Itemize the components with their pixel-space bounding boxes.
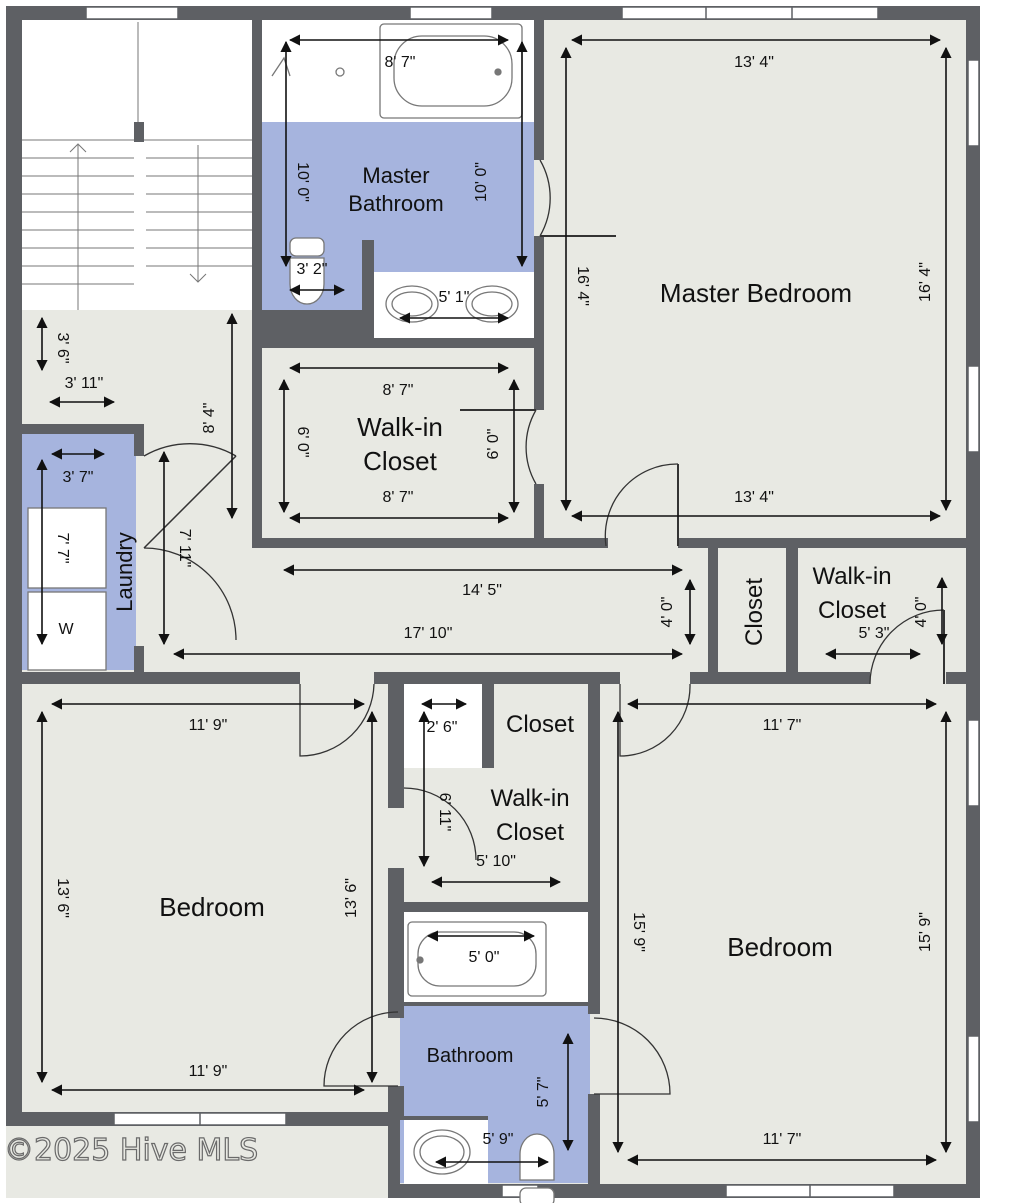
dim-text: 8' 7" xyxy=(383,382,414,399)
dim-text: 7' 11" xyxy=(176,529,193,568)
walls xyxy=(6,6,980,1198)
dim-text: 6' 11" xyxy=(436,793,453,832)
dim-text: 7' 7" xyxy=(54,533,71,564)
dim-text: 10' 0" xyxy=(473,162,490,202)
watermark: ©2025 Hive MLS xyxy=(4,1133,258,1168)
closet-1-label: Closet xyxy=(741,578,768,646)
closet-2-label: Closet xyxy=(506,711,574,738)
dim-text: 4' 0" xyxy=(913,597,930,628)
laundry-label: Laundry xyxy=(112,532,137,612)
walkin-closet-1-label: Walk-in xyxy=(357,412,443,442)
dim-text: 5' 1" xyxy=(439,289,470,306)
staircase xyxy=(22,22,252,310)
master-bathroom-label-2: Bathroom xyxy=(348,191,443,216)
walkin-closet-3-label-2: Closet xyxy=(496,819,564,846)
dim-text: 11' 7" xyxy=(763,1131,802,1148)
dim-text: 2' 6" xyxy=(427,719,458,736)
dim-text: 3' 7" xyxy=(63,469,94,486)
master-bedroom-label: Master Bedroom xyxy=(660,278,852,308)
walkin-closet-3-label: Walk-in xyxy=(490,785,569,812)
dim-text: 5' 0" xyxy=(469,949,500,966)
dim-text: 5' 9" xyxy=(483,1131,514,1148)
dim-text: 5' 10" xyxy=(476,853,516,870)
windows xyxy=(85,6,980,1198)
washer-label: W xyxy=(58,621,74,638)
bathroom-label: Bathroom xyxy=(427,1045,514,1067)
dim-text: 5' 3" xyxy=(859,625,890,642)
dim-text: 11' 7" xyxy=(763,717,802,734)
dim-text: 16' 4" xyxy=(574,266,591,306)
hall-closet-area xyxy=(404,684,482,768)
master-bathroom-label: Master xyxy=(362,163,429,188)
dim-text: 13' 6" xyxy=(54,878,71,918)
dim-text: 5' 7" xyxy=(535,1077,552,1108)
dim-text: 13' 4" xyxy=(734,489,774,506)
dim-text: 13' 4" xyxy=(734,54,774,71)
walkin-closet-1-label-2: Closet xyxy=(363,446,437,476)
dim-text: 15' 9" xyxy=(630,912,647,952)
dim-text: 6' 0" xyxy=(294,427,311,458)
dim-text: 3' 2" xyxy=(297,261,328,278)
dimension-lines xyxy=(36,34,952,1168)
stair-area xyxy=(22,20,252,310)
dim-text: 4' 0" xyxy=(659,597,676,628)
dim-text: 14' 5" xyxy=(462,582,502,599)
walkin-closet-2-label: Walk-in xyxy=(812,563,891,590)
dim-text: 15' 9" xyxy=(917,912,934,952)
dim-text: 11' 9" xyxy=(189,1063,228,1080)
bedroom-right-label: Bedroom xyxy=(727,932,833,962)
dim-text: 6' 0" xyxy=(485,429,502,460)
dim-text: 16' 4" xyxy=(917,262,934,302)
dim-text: 8' 7" xyxy=(385,54,416,71)
dim-text: 10' 0" xyxy=(294,162,311,202)
dim-text: 11' 9" xyxy=(189,717,228,734)
dim-text: 8' 7" xyxy=(383,489,414,506)
bedroom-left-label: Bedroom xyxy=(159,892,265,922)
dim-text: 17' 10" xyxy=(404,625,453,642)
dim-text: 3' 11" xyxy=(65,375,104,392)
dim-text: 13' 6" xyxy=(343,878,360,918)
door-swings xyxy=(143,159,945,1095)
dim-text: 8' 4" xyxy=(201,403,218,434)
dim-text: 3' 6" xyxy=(54,333,71,364)
walkin-closet-2-label-2: Closet xyxy=(818,597,886,624)
